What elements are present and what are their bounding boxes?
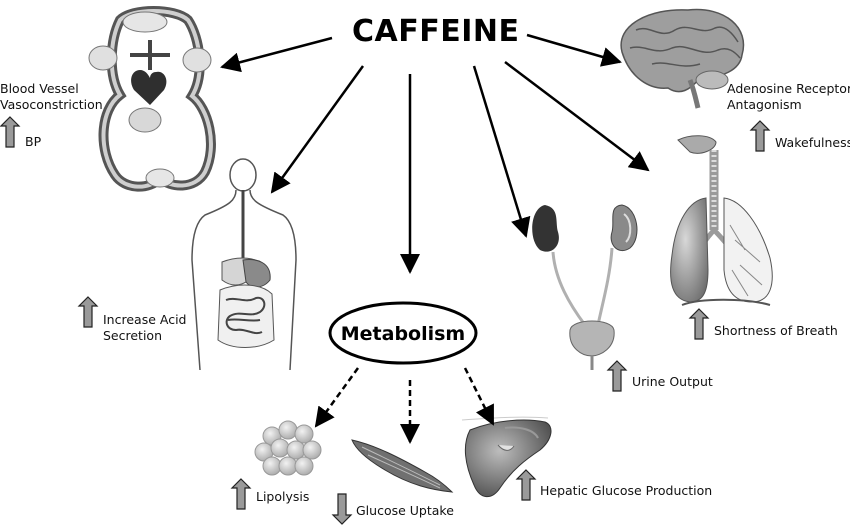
arrow-to-brain [526,33,622,67]
brain-icon [620,8,745,109]
blood-vessel-label: Blood Vessel Vasoconstriction [0,81,103,112]
up-arrow-icon-lipolysis [230,478,252,510]
liver-icon [461,416,552,498]
digestive-system-icon [191,158,297,371]
up-arrow-icon-wakefulness [749,120,771,152]
up-arrow-icon-hepatic [515,469,537,501]
arrow-to-digestive [270,65,365,194]
shortness-of-breath-label: Shortness of Breath [714,323,838,338]
urine-output-label: Urine Output [632,374,713,389]
lungs-icon [670,135,773,306]
glucose-uptake-label: Glucose Uptake [356,503,454,518]
up-arrow-icon-urine [606,360,628,392]
lipolysis-label: Lipolysis [256,489,310,504]
connector-arrows [220,33,650,444]
down-arrow-icon-glucose-uptake [331,493,353,525]
muscle-icon [351,439,454,493]
heart-circulation-icon [88,6,216,192]
up-arrow-icon-bp [0,116,21,148]
page-title: CAFFEINE [352,14,520,49]
arrow-to-blood-vessel [220,36,333,73]
metabolism-label: Metabolism [340,323,466,345]
up-arrow-icon-acid [77,296,99,328]
adenosine-label: Adenosine Receptor Antagonism [727,81,850,112]
up-arrow-icon-breath [688,308,710,340]
kidney-urinary-icon [532,204,638,370]
metabolism-ellipse [328,301,478,365]
dashed-arrow-to-lipolysis [314,367,360,428]
acid-secretion-label: Increase Acid Secretion [103,312,187,343]
bp-label: BP [25,134,42,149]
arrow-to-lungs [504,61,650,172]
hepatic-glucose-label: Hepatic Glucose Production [540,483,713,498]
wakefulness-label: Wakefulness [775,135,850,150]
arrow-to-kidney [472,65,531,238]
dashed-arrow-to-hepatic [463,367,495,426]
fat-cells-icon [254,420,322,476]
